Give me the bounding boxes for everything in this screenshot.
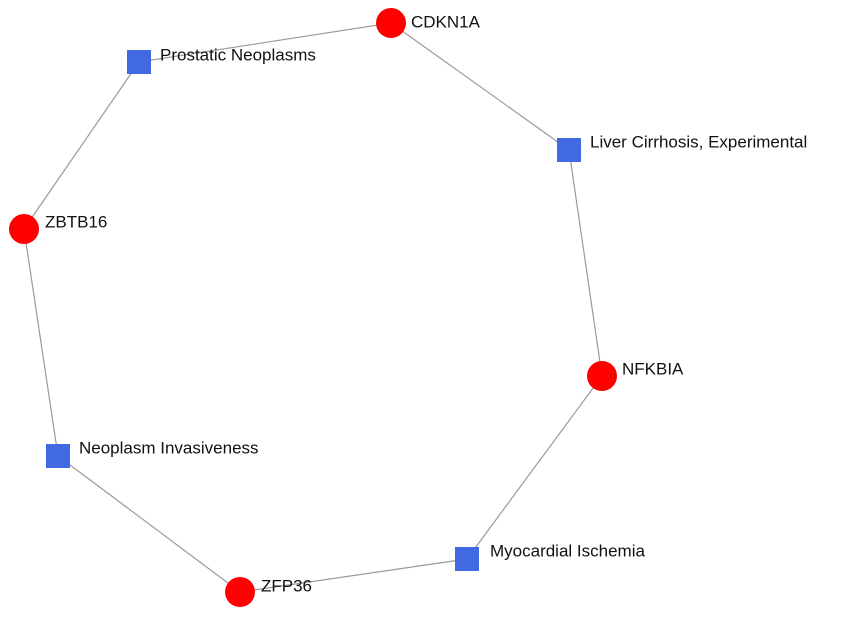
gene-node-marker bbox=[225, 577, 255, 607]
edge-cdkn1a-liver bbox=[390, 22, 570, 151]
edge-myocardial-zfp36 bbox=[239, 558, 468, 593]
edges-layer bbox=[23, 22, 603, 593]
disease-node-marker bbox=[455, 547, 479, 571]
edge-zfp36-invasiveness bbox=[57, 455, 241, 593]
node-label-neoplasm-invasiveness: Neoplasm Invasiveness bbox=[79, 438, 259, 457]
edge-invasiveness-zbtb16 bbox=[23, 228, 59, 457]
node-prostatic-neoplasms[interactable]: Prostatic Neoplasms bbox=[127, 45, 316, 74]
gene-node-marker bbox=[376, 8, 406, 38]
node-liver-cirrhosis-experimental[interactable]: Liver Cirrhosis, Experimental bbox=[557, 132, 807, 162]
edge-liver-nfkbia bbox=[568, 149, 603, 377]
disease-node-marker bbox=[557, 138, 581, 162]
gene-node-marker bbox=[9, 214, 39, 244]
node-zfp36[interactable]: ZFP36 bbox=[225, 576, 312, 607]
disease-node-marker bbox=[46, 444, 70, 468]
node-label-cdkn1a: CDKN1A bbox=[411, 12, 481, 31]
node-label-nfkbia: NFKBIA bbox=[622, 359, 684, 378]
edge-nfkbia-myocardial bbox=[466, 375, 603, 560]
node-label-zfp36: ZFP36 bbox=[261, 576, 312, 595]
edge-zbtb16-prostatic bbox=[23, 61, 140, 230]
edge-prostatic-cdkn1a bbox=[138, 22, 392, 63]
node-zbtb16[interactable]: ZBTB16 bbox=[9, 212, 107, 244]
node-neoplasm-invasiveness[interactable]: Neoplasm Invasiveness bbox=[46, 438, 259, 468]
node-nfkbia[interactable]: NFKBIA bbox=[587, 359, 684, 391]
node-label-myocardial-ischemia: Myocardial Ischemia bbox=[490, 541, 645, 560]
disease-node-marker bbox=[127, 50, 151, 74]
gene-node-marker bbox=[587, 361, 617, 391]
node-label-prostatic-neoplasms: Prostatic Neoplasms bbox=[160, 45, 316, 64]
node-myocardial-ischemia[interactable]: Myocardial Ischemia bbox=[455, 541, 645, 571]
node-label-liver-cirrhosis-experimental: Liver Cirrhosis, Experimental bbox=[590, 132, 807, 151]
node-cdkn1a[interactable]: CDKN1A bbox=[376, 8, 481, 38]
node-label-zbtb16: ZBTB16 bbox=[45, 212, 107, 231]
nodes-layer: CDKN1A Liver Cirrhosis, Experimental NFK… bbox=[9, 8, 807, 607]
